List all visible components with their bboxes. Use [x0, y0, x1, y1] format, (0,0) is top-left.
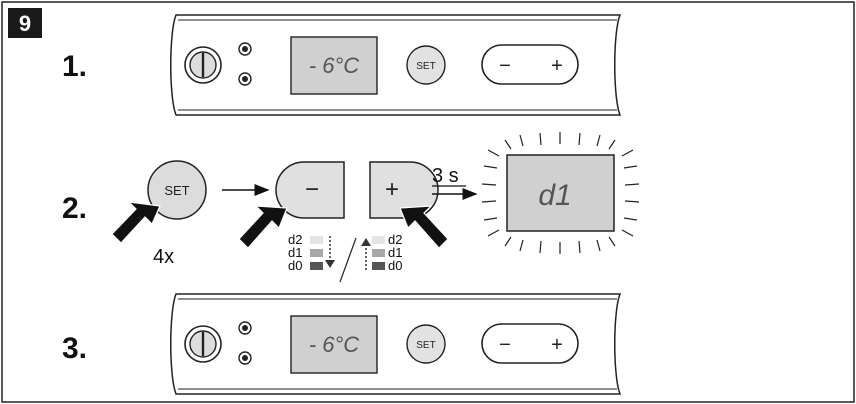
display-readout-2: d1	[538, 179, 571, 212]
press-arrow-icon-plus	[399, 205, 449, 249]
temperature-display-3: - 6°C	[290, 315, 378, 374]
display-readout-3: - 6°C	[309, 332, 359, 357]
set-button-2-label: SET	[164, 183, 189, 198]
level-legend-left: d2 d1 d0	[288, 232, 335, 273]
level-right-d1: d1	[388, 245, 402, 260]
step-2-label: 2.	[62, 192, 87, 225]
set-button-2[interactable]: SET	[147, 160, 207, 220]
indicator-lights	[238, 42, 252, 86]
step-1-label: 1.	[62, 50, 87, 83]
press-arrow-icon-set	[111, 201, 161, 244]
flashing-display: d1	[481, 132, 640, 254]
figure-number: 9	[19, 11, 31, 36]
power-knob-icon[interactable]	[184, 46, 222, 84]
set-button-1[interactable]: SET	[406, 45, 446, 85]
minus-icon: −	[499, 334, 511, 356]
step-3: 3. - 6°C SET − +	[62, 293, 622, 395]
minus-button-2[interactable]: −	[275, 161, 345, 219]
indicator-lights	[238, 321, 252, 365]
press-count: 4x	[153, 246, 174, 268]
level-left-d1: d1	[288, 245, 302, 260]
level-right-d2: d2	[388, 232, 402, 247]
control-panel-3	[170, 293, 622, 395]
minus-plus-rocker-1[interactable]: − +	[481, 44, 579, 85]
legend-divider	[339, 237, 357, 283]
plus-icon: +	[551, 334, 563, 356]
control-panel-1	[170, 14, 622, 116]
plus-icon: +	[551, 55, 563, 77]
arrow-up-icon	[361, 238, 371, 270]
level-left-d2: d2	[288, 232, 302, 247]
press-arrow-icon-minus	[238, 205, 288, 249]
level-right-d0: d0	[388, 258, 402, 273]
set-button-3[interactable]: SET	[406, 324, 446, 364]
display-readout-1: - 6°C	[309, 53, 359, 78]
arrow-down-icon	[325, 236, 335, 268]
figure-number-badge: 9	[8, 8, 42, 38]
minus-icon: −	[499, 55, 511, 77]
step-3-label: 3.	[62, 332, 87, 365]
level-legend-right: d2 d1 d0	[361, 232, 402, 273]
step-1: 1. - 6°C SET	[62, 14, 622, 116]
power-knob-icon[interactable]	[184, 325, 222, 363]
level-left-d0: d0	[288, 258, 302, 273]
plus-icon: +	[385, 176, 399, 203]
temperature-display-1: - 6°C	[290, 36, 378, 95]
hold-time-label: 3 s	[432, 165, 459, 187]
minus-plus-rocker-3[interactable]: − +	[481, 323, 579, 364]
set-button-3-label: SET	[416, 340, 435, 351]
minus-icon: −	[305, 176, 319, 203]
set-button-1-label: SET	[416, 61, 435, 72]
flash-rays-icon	[481, 132, 640, 254]
step-2: 2. SET 4x − + 3 s d1	[62, 132, 640, 283]
